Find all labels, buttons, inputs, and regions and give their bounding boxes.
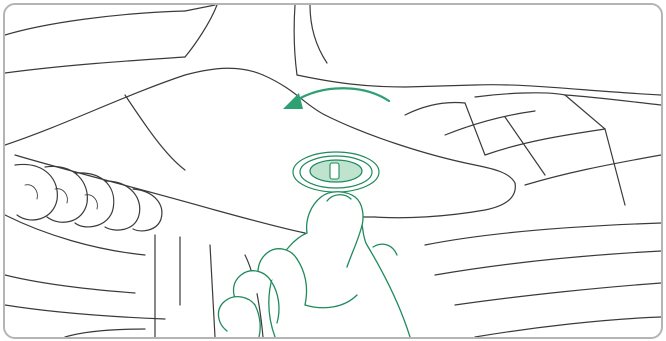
illustration-frame [3, 3, 663, 339]
hand-icon [218, 192, 410, 337]
instruction-illustration [5, 5, 661, 337]
release-button-icon [293, 152, 379, 192]
curved-arrow-icon [283, 88, 389, 109]
